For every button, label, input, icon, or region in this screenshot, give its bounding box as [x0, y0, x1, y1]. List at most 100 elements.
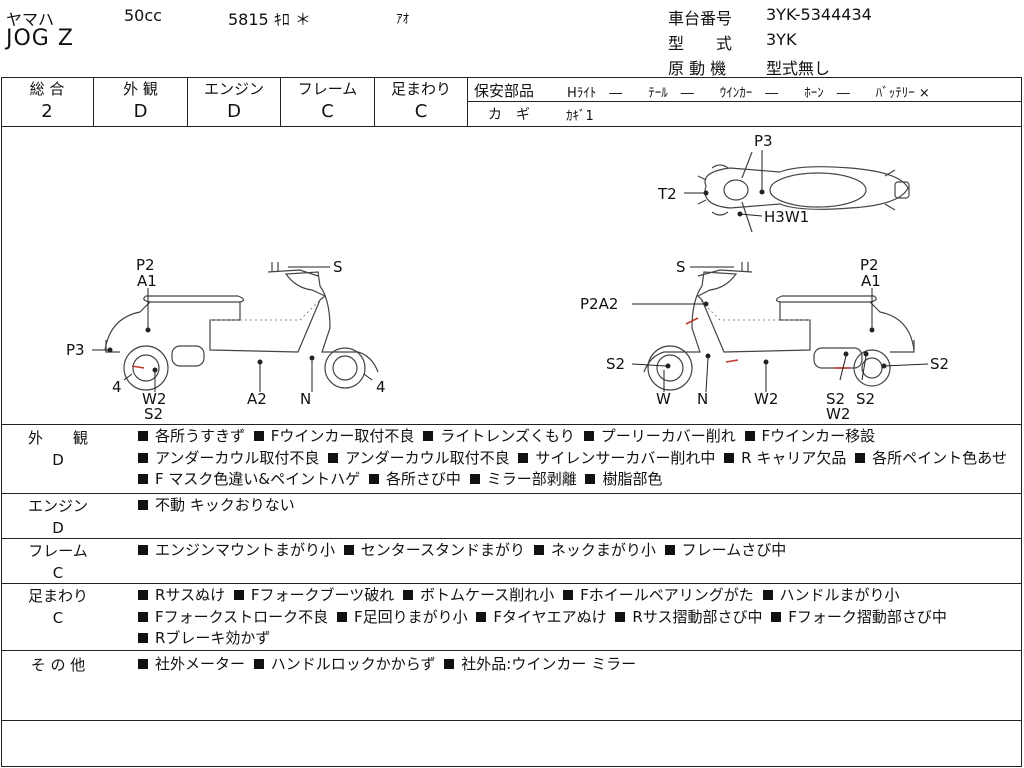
bullet-square-icon: [253, 431, 264, 441]
remark-item: サイレンサーカバー削れ中: [514, 449, 715, 467]
bullet-square-icon: [138, 659, 148, 669]
damage-mark: [725, 359, 739, 363]
grade-value: C: [414, 101, 428, 122]
remark-category: エンジン: [27, 497, 88, 515]
grade-value: 2: [41, 101, 53, 122]
bullet-square-icon: [563, 590, 574, 600]
bullet-square-icon: [328, 452, 339, 463]
color: ｱｵ: [396, 12, 409, 27]
remark-grade: D: [52, 451, 64, 469]
remark-grade: C: [52, 564, 64, 582]
diagram-label: N: [697, 390, 708, 408]
remark-item: 各所さび中: [365, 470, 461, 488]
bullet-square-icon: [343, 545, 354, 555]
bullet-square-icon: [138, 500, 148, 510]
grade-frame: フレーム C: [281, 78, 374, 126]
grade-label: 足まわり: [390, 80, 451, 98]
bullet-square-icon: [771, 611, 782, 622]
bullet-square-icon: [724, 452, 735, 463]
grade-exterior: 外 観 D: [94, 78, 187, 126]
diagram-label: S2: [606, 355, 625, 373]
rule: [93, 77, 94, 126]
rule: [467, 77, 468, 126]
diagram-label: S2: [144, 405, 163, 423]
rule: [1, 424, 1022, 425]
remark-label-engine: エンジン D: [8, 495, 108, 539]
remark-label-exterior: 外 観 D: [8, 427, 108, 471]
grade-label: 外 観: [123, 80, 158, 98]
remark-item: F マスク色違い&ペイントハゲ: [134, 470, 360, 488]
remark-label-frame: フレーム C: [8, 540, 108, 584]
rule: [374, 77, 375, 126]
diagram-label: W2: [142, 390, 166, 408]
remark-item: Fフォークストローク不良: [134, 608, 328, 626]
diagram-label: A2: [247, 390, 267, 408]
rule: [1, 77, 1022, 78]
diagram-label: P3: [66, 341, 85, 359]
remark-item: Fフォーク摺動部さび中: [767, 608, 947, 626]
rule: [1, 538, 1022, 539]
frame-no-label: 車台番号: [668, 9, 733, 28]
model-name: JOG Z: [6, 26, 74, 51]
grade-label: フレーム: [297, 80, 358, 98]
remark-label-suspension: 足まわり C: [8, 585, 108, 629]
bullet-square-icon: [138, 474, 148, 484]
bullet-square-icon: [762, 590, 773, 600]
maker: ヤマハ: [6, 10, 55, 29]
safety-items: Hﾗｲﾄ ― ﾃｰﾙ ― ｳｲﾝｶｰ ― ﾎｰﾝ ― ﾊﾞｯﾃﾘｰ ×: [567, 86, 930, 101]
rule: [467, 101, 1022, 102]
grade-total: 総 合 2: [1, 78, 93, 126]
diagram-label: S2: [826, 390, 845, 408]
bullet-square-icon: [138, 611, 148, 622]
frame-no: 3YK-5344434: [766, 5, 872, 24]
remark-item: エンジンマウントまがり小: [134, 541, 335, 559]
scooter-top-view: [697, 151, 910, 233]
remark-item: ハンドルロックかからず: [250, 655, 436, 673]
bullet-square-icon: [138, 431, 148, 441]
diagram-label: T2: [657, 185, 677, 203]
mileage: 5815 ｷﾛ ＊: [228, 10, 311, 29]
border-left: [1, 77, 2, 767]
bullet-square-icon: [469, 474, 480, 484]
remark-grade: D: [52, 519, 64, 537]
remark-item: Fタイヤエアぬけ: [472, 608, 607, 626]
bullet-square-icon: [444, 659, 455, 669]
rule: [1, 766, 1022, 767]
bullet-square-icon: [138, 590, 148, 600]
remark-item: Rサスぬけ: [134, 586, 225, 604]
displacement: 50cc: [124, 6, 162, 25]
safety-label: 保安部品: [474, 82, 535, 100]
bullet-square-icon: [615, 611, 626, 622]
remark-item: センタースタンドまがり: [340, 541, 525, 559]
remark-item: 不動 キックおりない: [134, 496, 295, 514]
remark-item: 各所ペイント色あせ: [851, 449, 1007, 467]
diagram-label: 4: [112, 378, 122, 396]
bullet-square-icon: [476, 611, 487, 622]
diagram-label: H3W1: [764, 208, 809, 226]
bullet-square-icon: [336, 611, 347, 622]
bullet-square-icon: [664, 545, 675, 555]
remark-item: プーリーカバー削れ: [580, 427, 736, 445]
diagram-label: W2: [754, 390, 778, 408]
diagram-label: S: [676, 258, 686, 276]
remark-item: Fウインカー移設: [741, 427, 875, 445]
bullet-square-icon: [518, 452, 529, 463]
bullet-square-icon: [138, 545, 148, 555]
rule: [1, 720, 1022, 721]
diagram-label: N: [300, 390, 311, 408]
remark-item: F足回りまがり小: [333, 608, 468, 626]
diagram-label: 4: [376, 378, 386, 396]
remark-item: 社外品:ウインカー ミラー: [440, 655, 636, 673]
bullet-square-icon: [138, 452, 148, 463]
remark-item: R キャリア欠品: [720, 449, 846, 467]
damage-diagram: P3 T2 H3W1 P2 A1 S P3 4 W2 S2 A2 N 4 S P…: [66, 132, 949, 423]
rule: [187, 77, 188, 126]
remark-text-engine: 不動 キックおりない: [134, 495, 1014, 517]
remark-item: Rブレーキ効かず: [134, 629, 270, 647]
diagram-label: A1: [137, 272, 157, 290]
diagram-label: S: [333, 258, 343, 276]
remark-item: 社外メーター: [134, 655, 245, 673]
remark-item: Rサス摺動部さび中: [611, 608, 762, 626]
bullet-square-icon: [533, 545, 544, 555]
key-value: ｶｷﾞ1: [566, 109, 594, 124]
